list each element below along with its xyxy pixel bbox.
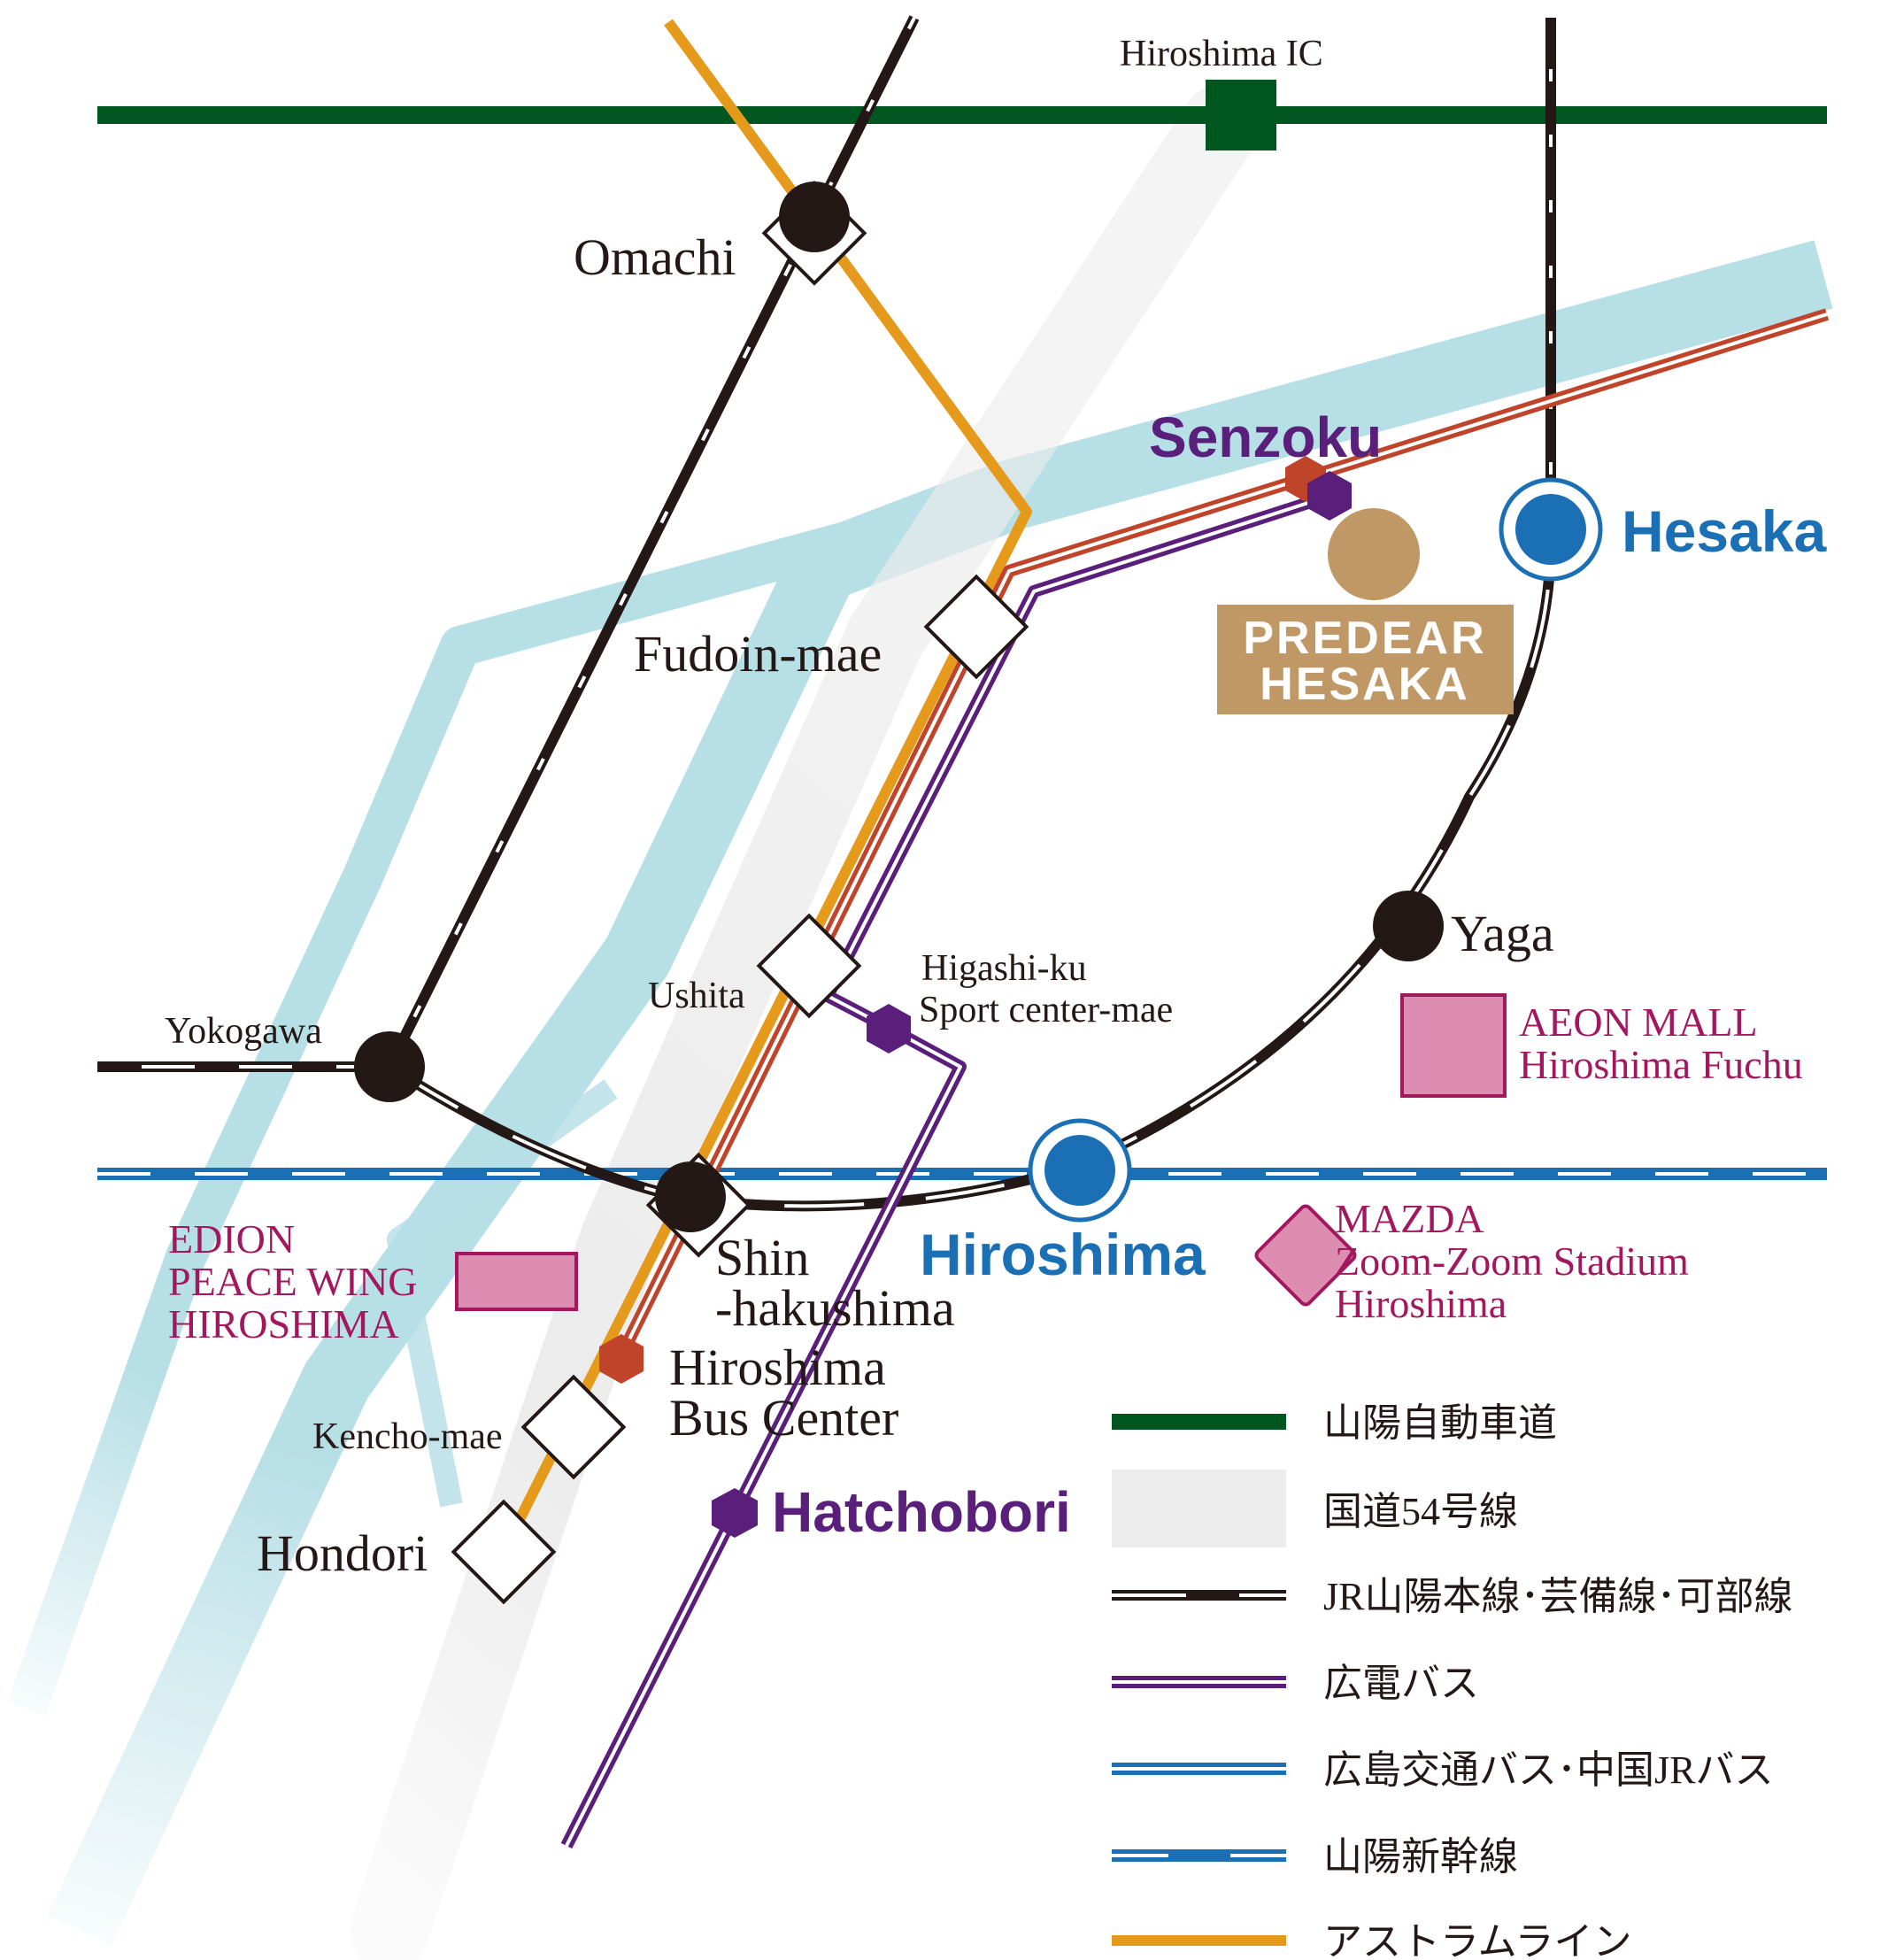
senzoku-hiroden-stop: [1307, 471, 1352, 521]
hondori-marker: [451, 1499, 557, 1605]
hiroshima-ic-label: Hiroshima IC: [1120, 34, 1323, 74]
higashi-ku-label-2: Sport center-mae: [919, 990, 1173, 1030]
shin-hakushima-jr-marker: [655, 1161, 726, 1232]
mazda-label-2: Zoom-Zoom Stadium: [1335, 1239, 1689, 1284]
ushita-marker: [756, 913, 862, 1019]
higashi-ku-label-1: Higashi-ku: [921, 948, 1087, 989]
legend-astram-label: アストラムライン: [1323, 1920, 1631, 1960]
omachi-jr-marker: [779, 181, 850, 252]
yaga-marker: [1373, 891, 1444, 961]
legend-jr-label: JR山陽本線･芸備線･可部線: [1323, 1575, 1792, 1618]
bus-center-stop: [599, 1334, 644, 1384]
rivers: [7, 240, 1833, 1945]
sanyo-expressway: [97, 80, 1827, 150]
legend: 山陽自動車道 国道54号線 JR山陽本線･芸備線･可部線 広電バス 広島交通バス…: [1112, 1401, 1792, 1960]
hiroshima-ic-marker: [1206, 80, 1276, 150]
hiroden-bus-route: [560, 497, 1311, 1849]
shin-hakushima-label-2: -hakushima: [715, 1279, 955, 1337]
kencho-mae-label: Kencho-mae: [312, 1416, 503, 1457]
landmarks: [455, 605, 1514, 1311]
higashi-ku-stop: [867, 1004, 911, 1053]
hatchobori-stop: [712, 1488, 758, 1538]
legend-national-road-swatch: [1112, 1470, 1286, 1547]
river-branch: [7, 511, 891, 1716]
river-main: [47, 240, 1833, 1945]
legend-national-road-label: 国道54号線: [1323, 1490, 1518, 1533]
station-markers: [354, 180, 1603, 1605]
hesaka-marker: [1515, 494, 1586, 565]
fudoin-mae-label: Fudoin-mae: [634, 625, 882, 683]
edion-box: [455, 1252, 578, 1311]
senzoku-label: Senzoku: [1149, 405, 1382, 469]
legend-expressway-label: 山陽自動車道: [1323, 1401, 1557, 1445]
edion-label-1: EDION: [168, 1216, 295, 1262]
shin-hakushima-label-1: Shin: [715, 1229, 809, 1286]
yaga-label: Yaga: [1451, 905, 1554, 962]
edion-label-3: HIROSHIMA: [168, 1301, 399, 1347]
kencho-mae-marker: [520, 1374, 627, 1480]
ushita-label: Ushita: [648, 976, 745, 1016]
legend-hiroden-bus-label: 広電バス: [1323, 1662, 1479, 1705]
mazda-label-1: MAZDA: [1335, 1196, 1484, 1241]
red-bus-route: [613, 308, 1830, 1362]
aeon-mall-box: [1400, 993, 1507, 1098]
bus-center-label-2: Bus Center: [669, 1389, 898, 1447]
predear-box: [1217, 605, 1514, 714]
fudoin-mae-marker: [923, 574, 1029, 680]
hesaka-label: Hesaka: [1622, 498, 1827, 564]
legend-shinkansen-label: 山陽新幹線: [1323, 1835, 1518, 1879]
hiroshima-label: Hiroshima: [920, 1222, 1206, 1287]
river-small: [387, 1079, 618, 1508]
predear-location-dot: [1328, 508, 1420, 600]
hiroshima-marker: [1044, 1135, 1115, 1206]
edion-label-2: PEACE WING: [168, 1259, 418, 1304]
hatchobori-label: Hatchobori: [772, 1480, 1071, 1544]
aeon-label-2: Hiroshima Fuchu: [1519, 1042, 1803, 1087]
labels: Hiroshima IC Omachi Fudoin-mae Ushita Hi…: [165, 34, 1827, 1582]
yokogawa-marker: [354, 1031, 425, 1102]
legend-hiroshima-kotsu-bus-label: 広島交通バス･中国JRバス: [1323, 1748, 1773, 1792]
omachi-label: Omachi: [574, 228, 736, 286]
mazda-label-3: Hiroshima: [1335, 1281, 1507, 1326]
aeon-label-1: AEON MALL: [1519, 999, 1758, 1045]
yokogawa-label: Yokogawa: [165, 1011, 322, 1052]
predear-label-2: HESAKA: [1260, 659, 1470, 710]
bus-center-label-1: Hiroshima: [669, 1339, 886, 1396]
predear-label-1: PREDEAR: [1243, 613, 1486, 664]
mazda-stadium-diamond: [1254, 1204, 1357, 1307]
hondori-label: Hondori: [257, 1524, 428, 1582]
